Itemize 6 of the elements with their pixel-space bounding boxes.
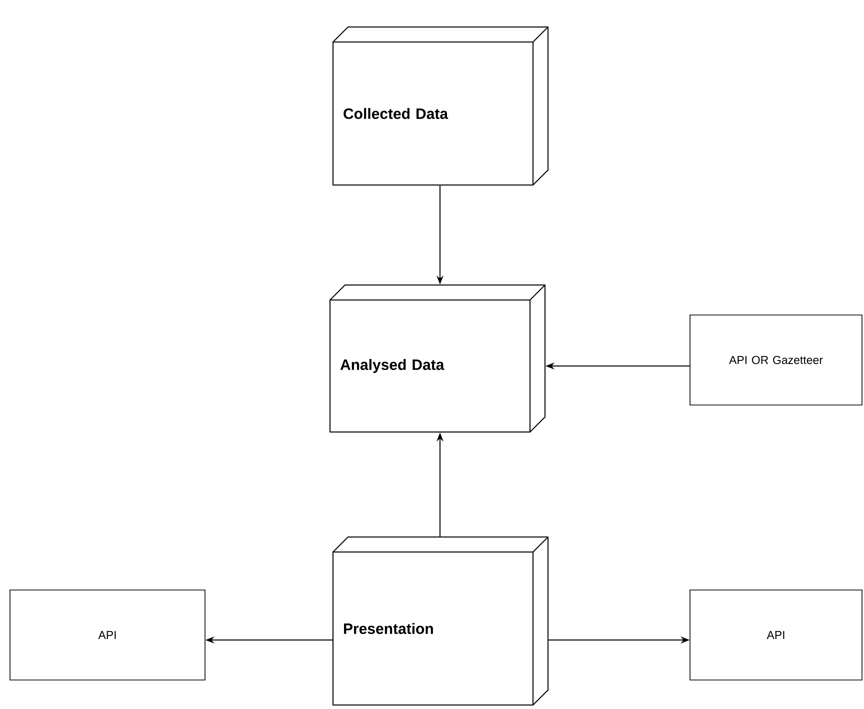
3d-box: Collected Data — [332, 26, 548, 186]
3d-box: Presentation — [332, 536, 548, 706]
process-box: API OR Gazetteer — [690, 314, 862, 406]
process-box: API — [690, 590, 862, 680]
3d-box: Analysed Data — [330, 284, 546, 432]
process-box: API — [10, 590, 206, 680]
